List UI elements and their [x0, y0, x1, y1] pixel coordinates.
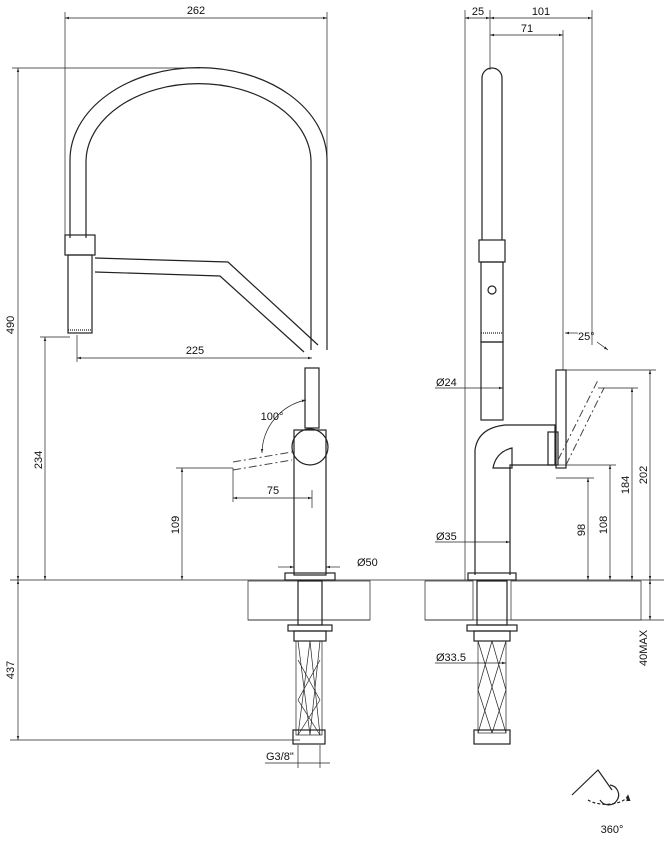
side-view: 25 101 71 25° Ø24 Ø35 Ø33.5 98 108 184 2…	[424, 6, 664, 745]
gooseneck-spout	[69, 67, 328, 350]
dim-handle-reach: 75	[267, 485, 279, 497]
dim-handle-depth: 71	[521, 23, 533, 35]
handle-hub	[291, 428, 329, 466]
front-view: 262 490 437 234 225 109 75 100° Ø50 G3/8…	[5, 5, 664, 768]
side-body	[474, 424, 556, 575]
counter-section-side	[424, 580, 474, 621]
dim-body-diameter: Ø35	[436, 531, 457, 543]
side-handle-lever	[557, 379, 599, 461]
dim-h108: 108	[598, 516, 610, 534]
dim-total-depth: 101	[532, 6, 550, 18]
dim-h184: 184	[620, 476, 632, 494]
dim-spout-diameter: Ø24	[436, 377, 457, 389]
dim-shank-diameter: Ø33.5	[436, 652, 466, 664]
handle-lever	[232, 451, 293, 463]
shank	[297, 580, 323, 626]
dim-side-handle-angle: 25°	[578, 331, 595, 343]
dim-overall-width: 262	[187, 5, 205, 17]
dim-h98: 98	[576, 524, 588, 536]
counter-section	[247, 580, 299, 621]
dim-overall-height: 490	[5, 316, 17, 334]
faucet-body	[293, 429, 327, 576]
supply-hoses	[297, 640, 321, 736]
dim-counter-max: 40MAX	[638, 629, 650, 666]
dim-handle-angle: 100°	[261, 411, 284, 423]
rotation-360-icon: 360°	[571, 769, 631, 836]
dim-base-diameter: Ø50	[357, 557, 378, 569]
dim-spout-height: 234	[33, 451, 45, 469]
dim-below-counter: 437	[5, 661, 17, 679]
dim-h202: 202	[638, 466, 650, 484]
spout-tube	[481, 67, 503, 240]
rotation-label: 360°	[601, 824, 624, 836]
dim-spout-reach: 225	[186, 345, 204, 357]
dim-handle-height: 109	[170, 516, 182, 534]
dim-base-offset: 25	[472, 6, 484, 18]
dim-connection: G3/8"	[266, 751, 294, 763]
